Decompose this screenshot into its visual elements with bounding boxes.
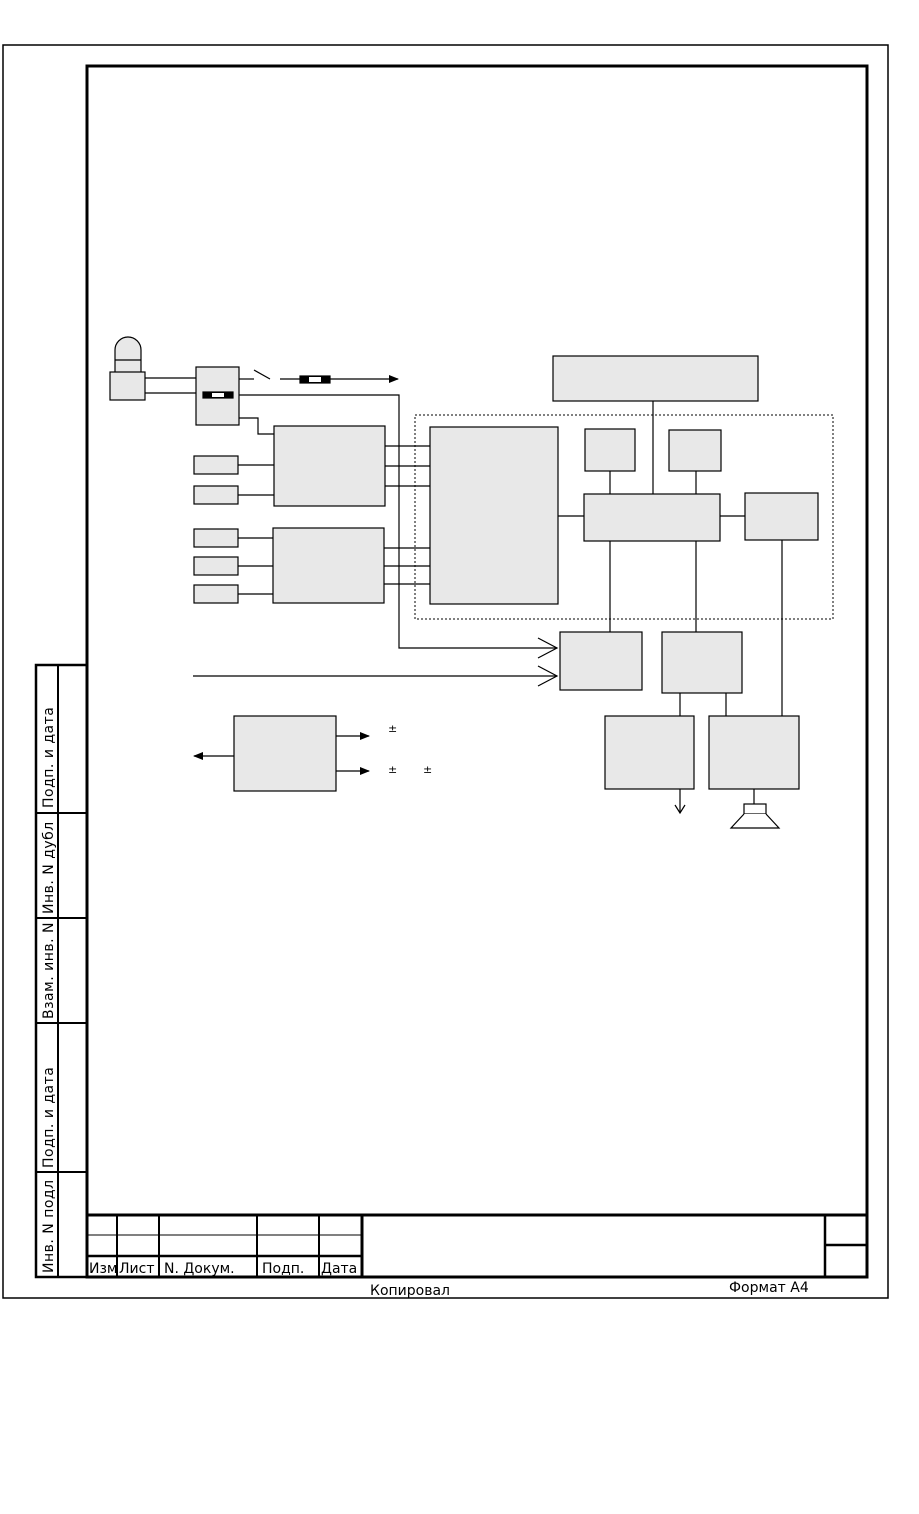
input-box-4 — [193, 556, 239, 576]
side-stamp: Подп. и дата Инв. N дубл Взам. инв. N По… — [34, 663, 89, 1279]
input-box-1 — [193, 455, 239, 475]
speaker-symbol — [729, 789, 781, 829]
dashed-enclosure — [414, 414, 834, 620]
right-block — [744, 492, 819, 541]
input-box-2 — [193, 485, 239, 505]
stamp-col-change: Изм — [89, 1261, 117, 1277]
side-label-sign-date-2: Подп. и дата — [41, 1067, 57, 1168]
pm-symbol-2: ± — [388, 763, 397, 776]
top-display-block — [552, 355, 759, 402]
module-upper-left — [273, 425, 386, 507]
main-frame — [85, 64, 869, 1279]
side-label-sign-date-1: Подп. и дата — [41, 707, 57, 808]
driver-block — [661, 631, 743, 694]
stamp-col-date: Дата — [321, 1261, 357, 1277]
stamp-col-sheet: Лист — [119, 1261, 154, 1277]
pm-symbol-1: ± — [388, 722, 397, 735]
footer-copied: Копировал — [370, 1283, 450, 1299]
side-label-dup-inv: Инв. N дубл — [41, 821, 57, 914]
fuse-internal — [202, 391, 234, 399]
input-box-5 — [193, 584, 239, 604]
block-diagram — [109, 336, 834, 829]
switch-contact — [253, 369, 271, 380]
pm-symbol-3: ± — [423, 763, 432, 776]
output-block-right — [708, 715, 800, 790]
title-block: Изм Лист N. Докум. Подп. Дата — [87, 1213, 867, 1277]
power-supply-block — [233, 715, 337, 792]
module-lower-left — [272, 527, 385, 604]
footer-format: Формат А4 — [729, 1280, 809, 1296]
side-label-orig-inv: Инв. N подл — [41, 1179, 57, 1273]
stamp-col-doc-number: N. Докум. — [164, 1261, 235, 1277]
side-label-replace-inv: Взам. инв. N — [41, 922, 57, 1019]
fuse-external — [299, 375, 331, 384]
input-logic-block — [559, 631, 643, 691]
stamp-col-signature: Подп. — [262, 1261, 304, 1277]
output-block-left — [604, 715, 695, 790]
central-processor — [429, 426, 559, 605]
small-block-right — [668, 429, 722, 472]
outer-border — [2, 44, 889, 1299]
controller-block — [583, 493, 721, 542]
antenna-symbol — [109, 336, 146, 401]
small-block-left — [584, 428, 636, 472]
input-box-3 — [193, 528, 239, 548]
